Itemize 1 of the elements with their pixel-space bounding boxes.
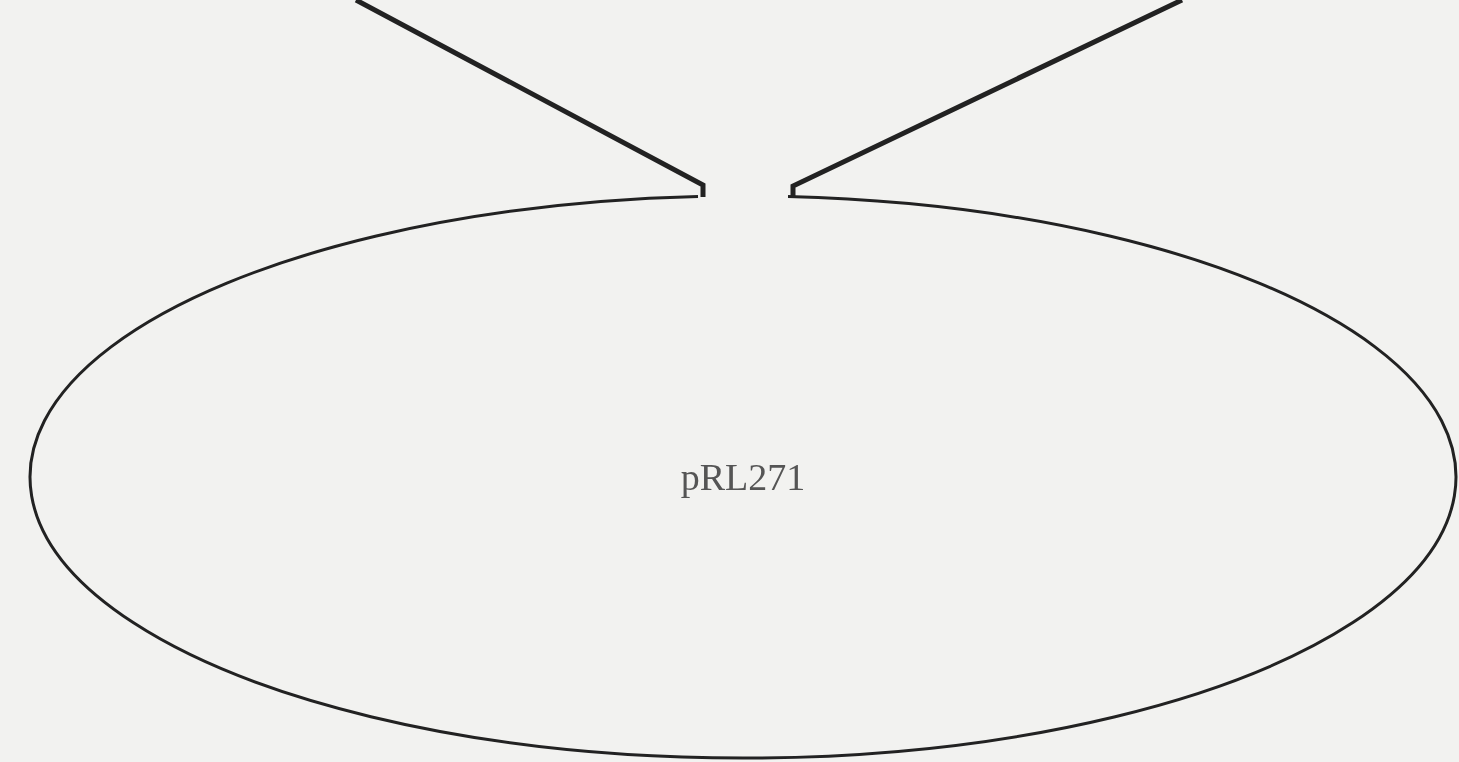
plasmid-name: pRL271 (680, 455, 806, 499)
